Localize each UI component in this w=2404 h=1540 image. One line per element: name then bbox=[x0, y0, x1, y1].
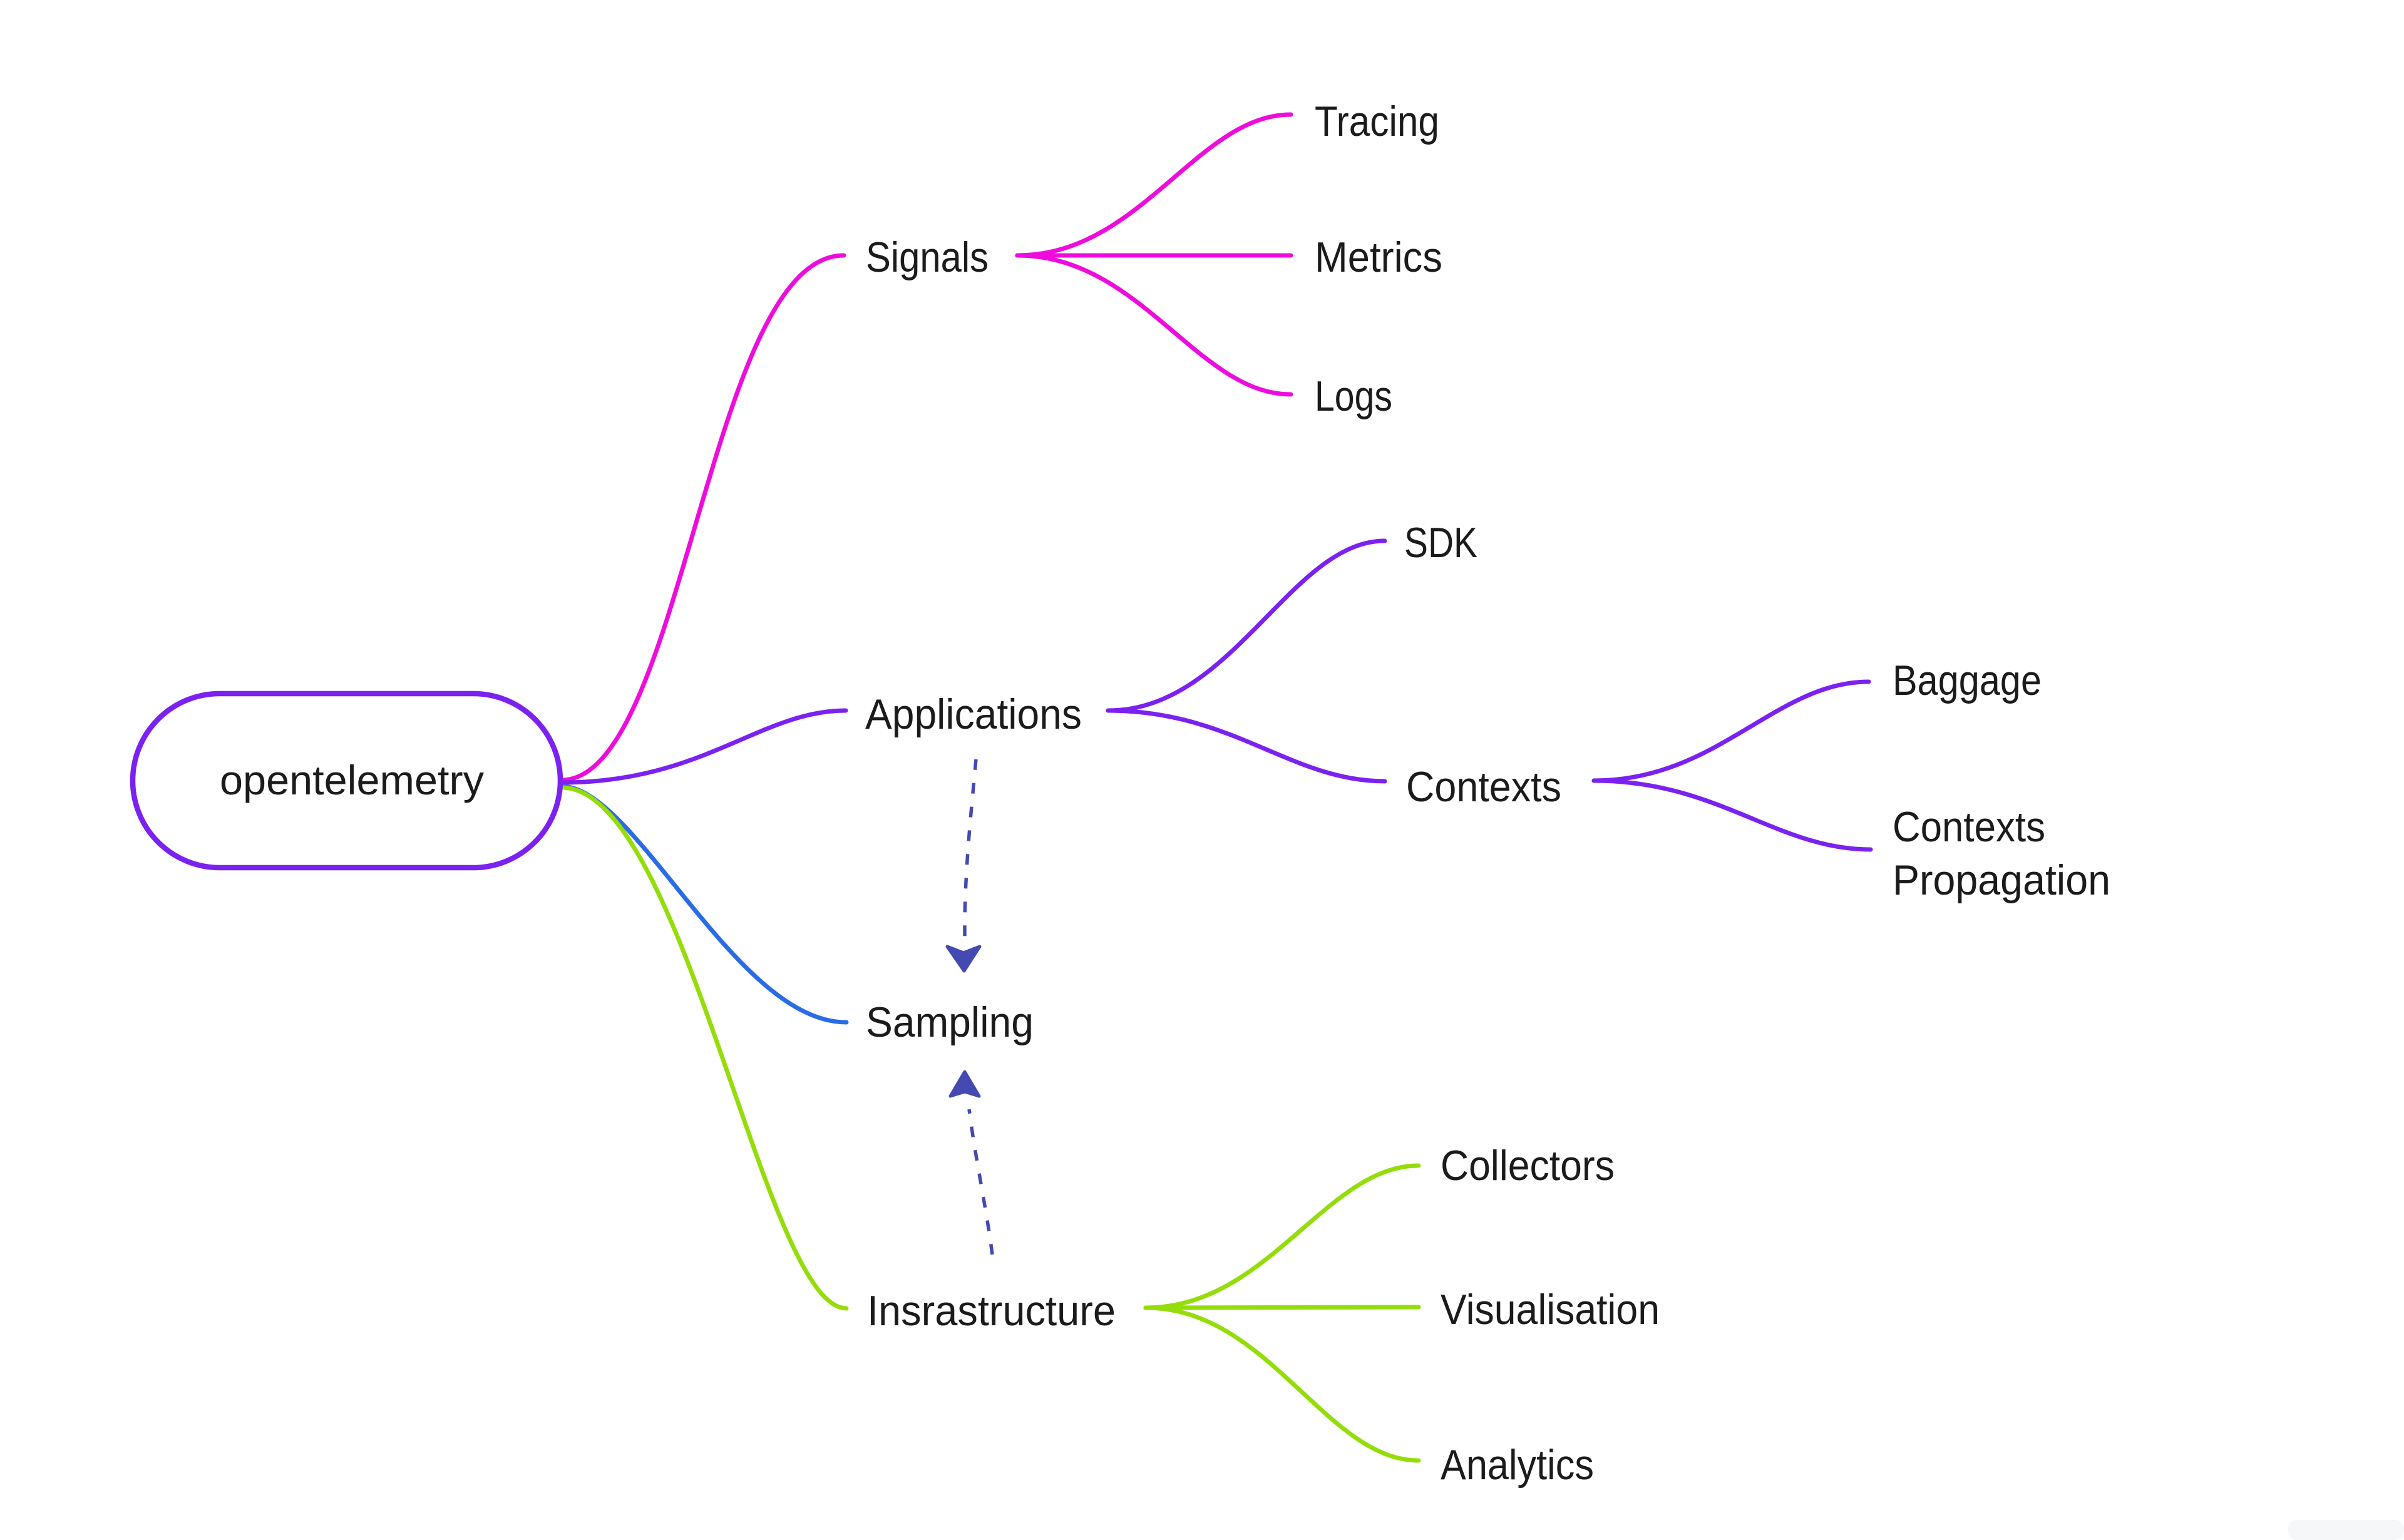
svg-text:Tracing: Tracing bbox=[1315, 98, 1439, 145]
svg-text:Collectors: Collectors bbox=[1441, 1142, 1615, 1189]
svg-text:Contexts: Contexts bbox=[1406, 763, 1561, 811]
svg-text:Baggage: Baggage bbox=[1893, 657, 2042, 704]
svg-text:Contexts: Contexts bbox=[1893, 803, 2045, 851]
svg-text:Visualisation: Visualisation bbox=[1441, 1286, 1660, 1333]
svg-text:opentelemetry: opentelemetry bbox=[220, 757, 484, 803]
svg-text:Insrastructure: Insrastructure bbox=[867, 1287, 1116, 1335]
svg-text:Signals: Signals bbox=[866, 234, 989, 281]
svg-text:Logs: Logs bbox=[1315, 372, 1392, 420]
svg-text:SDK: SDK bbox=[1404, 519, 1477, 567]
svg-text:Sampling: Sampling bbox=[866, 998, 1034, 1046]
svg-text:Analytics: Analytics bbox=[1441, 1441, 1594, 1489]
svg-text:Applications: Applications bbox=[865, 690, 1082, 738]
svg-text:Metrics: Metrics bbox=[1315, 234, 1442, 281]
svg-text:Propagation: Propagation bbox=[1893, 856, 2110, 904]
